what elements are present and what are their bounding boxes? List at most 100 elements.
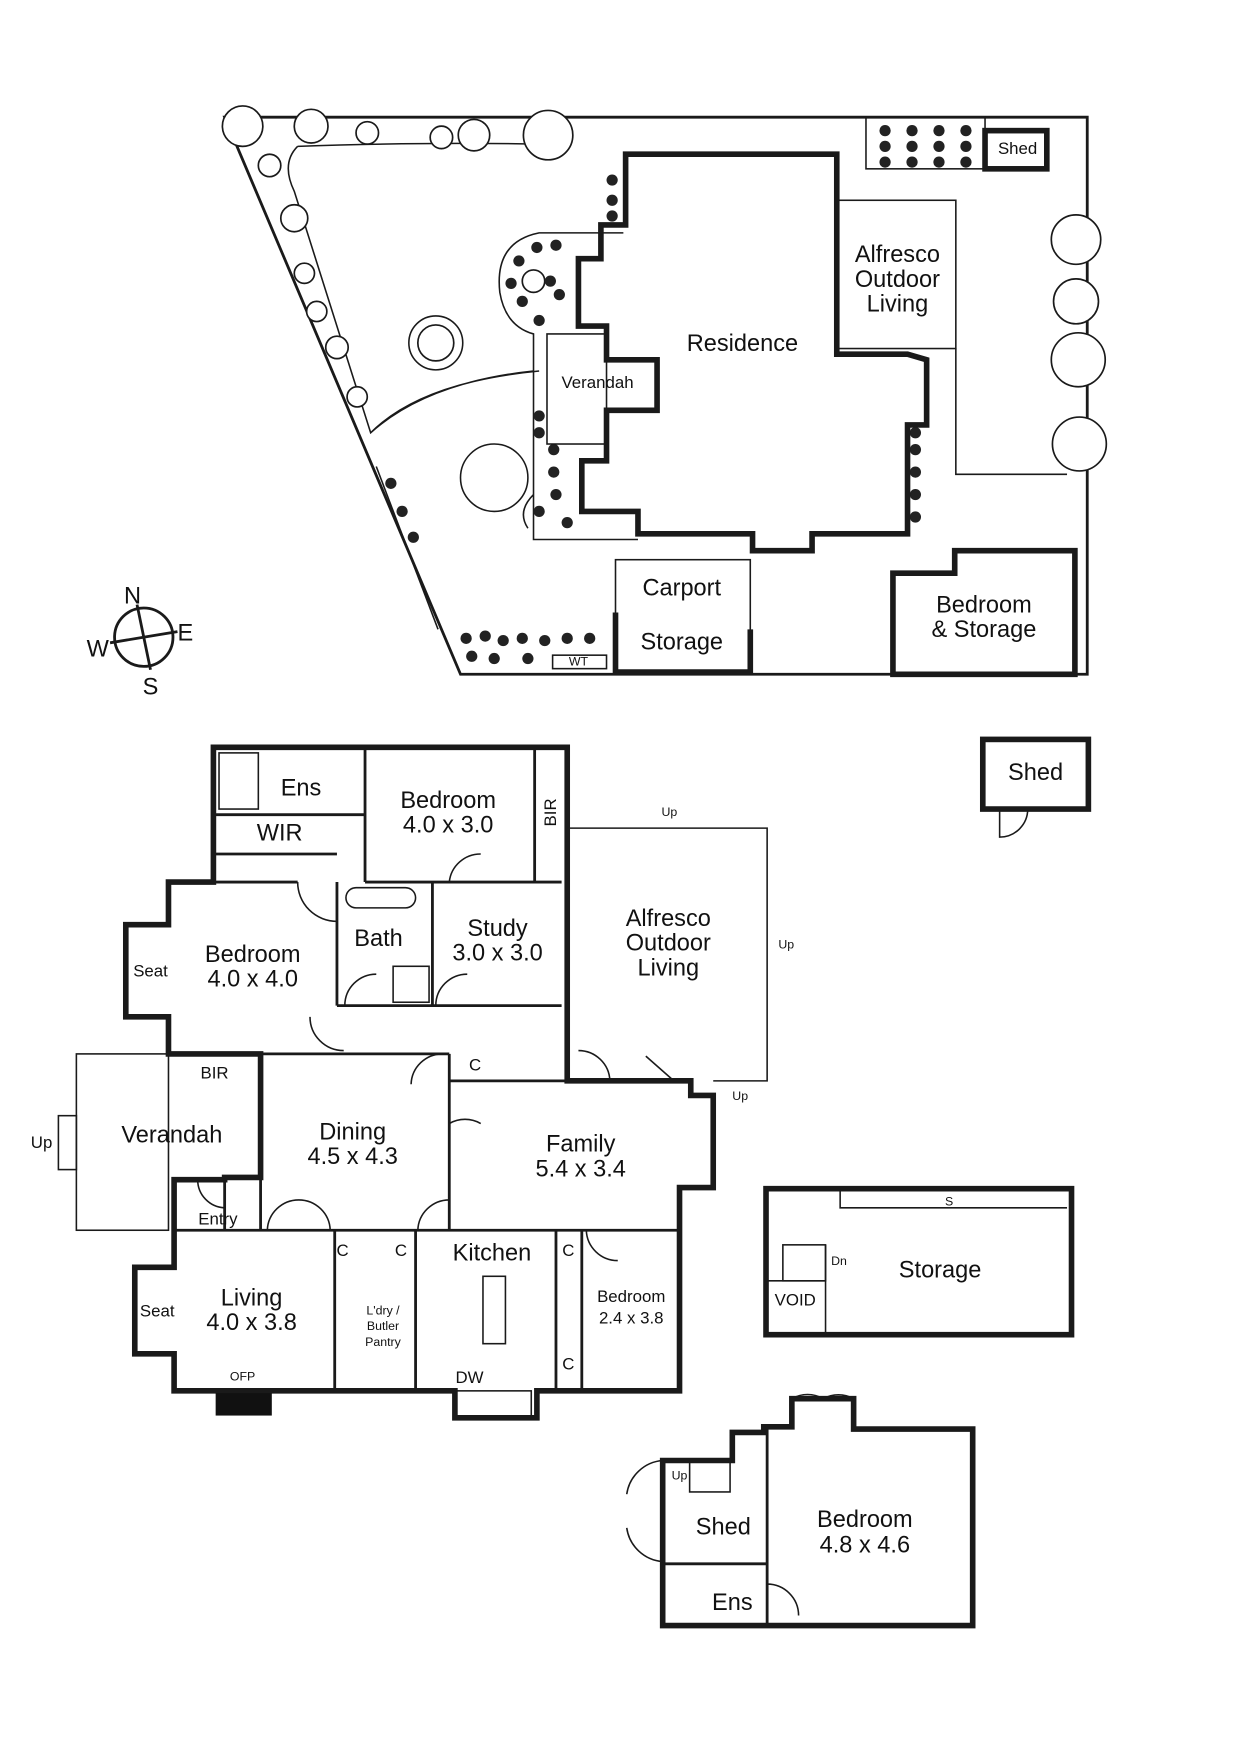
alfresco-label-1: Alfresco: [626, 905, 711, 931]
shrub-icon: [533, 410, 545, 422]
shrub-icon: [606, 210, 618, 222]
cupboard-label-5: C: [562, 1355, 574, 1374]
cupboard-label-3: C: [395, 1241, 407, 1260]
shrub-icon: [906, 125, 918, 137]
shrub-icon: [933, 125, 945, 137]
shrub-icon: [548, 444, 560, 456]
shrub-icon: [396, 505, 408, 518]
rear-shed-label: Shed: [696, 1514, 751, 1540]
cupboard-label-2: C: [336, 1241, 348, 1260]
bir2-label: BIR: [200, 1064, 228, 1083]
site-verandah-label: Verandah: [562, 373, 634, 392]
rear-up-label: Up: [672, 1469, 688, 1483]
shrub-icon: [466, 650, 478, 662]
shrub-icon: [522, 652, 534, 665]
tree-icon: [457, 118, 491, 152]
site-shed-label: Shed: [998, 139, 1037, 158]
garden-circle: [459, 443, 529, 513]
shrub-icon: [497, 634, 509, 647]
site-carport-label: Carport: [642, 575, 721, 601]
main-house-plan: Ens WIR Bedroom 4.0 x 3.0 BIR Bedroom 4.…: [31, 744, 794, 1421]
shrub-icon: [516, 632, 528, 644]
laundry-label-1: L'dry /: [366, 1303, 400, 1317]
side-path: [955, 348, 1068, 476]
outbuildings: Shed Storage VOID Dn S Shed Up Ens Bedro…: [625, 736, 1092, 1629]
dining-size: 4.5 x 4.3: [307, 1143, 397, 1169]
shrub-icon: [385, 477, 397, 489]
tree-icon: [279, 203, 309, 233]
fireplace: [215, 1393, 272, 1416]
alfresco-deck: [567, 827, 768, 1082]
shed-planter: [865, 116, 986, 170]
bedroom1-size: 4.0 x 3.0: [403, 812, 493, 838]
family-label: Family: [546, 1131, 616, 1157]
house-outline: [122, 744, 717, 1421]
bath-label: Bath: [354, 925, 403, 951]
compass-n: N: [124, 583, 141, 609]
verandah-area: [546, 333, 608, 445]
alfresco-label-2: Outdoor: [626, 930, 711, 956]
shrub-icon: [533, 505, 545, 518]
shrub-icon: [909, 444, 922, 456]
shrub-icon: [479, 630, 491, 642]
shrub-icon: [550, 488, 562, 501]
shrub-icon: [531, 241, 543, 254]
wt-tank: [551, 654, 608, 670]
seat2-label: Seat: [140, 1302, 175, 1321]
ens-label: Ens: [281, 775, 322, 801]
property-boundary: [222, 115, 1089, 676]
alfresco-up-1: Up: [662, 805, 678, 819]
alfresco-label-3: Living: [637, 954, 699, 980]
compass-s: S: [143, 673, 159, 699]
residence-outline: [575, 151, 930, 554]
small-shed-label: Shed: [1008, 759, 1063, 785]
tree-icon: [305, 300, 328, 323]
shrub-icon: [544, 275, 556, 287]
shrub-icon: [539, 634, 551, 647]
verandah-up-label: Up: [31, 1133, 53, 1152]
void-label: VOID: [775, 1290, 816, 1309]
compass: N E S W: [87, 583, 194, 700]
bedroom-storage-building: [890, 547, 1078, 678]
shrub-icon: [606, 174, 618, 186]
living-label: Living: [221, 1284, 283, 1310]
site-bedroom-storage-label-2: & Storage: [931, 616, 1036, 642]
tree-icon: [522, 109, 574, 161]
shrub-icon: [879, 140, 891, 152]
compass-w: W: [87, 635, 110, 661]
alfresco-area: [835, 199, 957, 350]
laundry-label-3: Pantry: [365, 1335, 402, 1349]
doors: [196, 853, 675, 1262]
seat1-label: Seat: [133, 961, 168, 980]
shrub-icon: [879, 156, 891, 168]
rear-doors: [625, 1393, 855, 1616]
shrub-icon: [909, 427, 922, 439]
storage-label: Storage: [899, 1256, 982, 1282]
shower: [392, 965, 430, 1004]
family-size: 5.4 x 3.4: [535, 1155, 625, 1181]
shrub-icon: [879, 125, 891, 137]
alfresco-up-2: Up: [778, 937, 794, 951]
void-stair: [782, 1244, 827, 1282]
shrub-icon: [909, 466, 922, 478]
garden-path: [287, 142, 540, 435]
shrub-icon: [513, 255, 525, 267]
site-alfresco-label-3: Living: [867, 290, 929, 316]
shrub-icon: [561, 517, 573, 529]
shrubs: [385, 125, 972, 665]
laundry-label-2: Butler: [367, 1319, 399, 1333]
study-size: 3.0 x 3.0: [452, 940, 542, 966]
shrub-icon: [407, 531, 419, 543]
shrub-icon: [561, 632, 573, 644]
wt-label: WT: [569, 654, 589, 668]
wir-label: WIR: [257, 819, 303, 845]
tree-icon: [293, 108, 329, 144]
rear-bedroom-size: 4.8 x 4.6: [820, 1532, 910, 1558]
small-shed: [979, 736, 1092, 812]
bedroom3-label: Bedroom: [597, 1287, 665, 1306]
rear-bedroom-label: Bedroom: [817, 1506, 913, 1532]
tree-icon: [1050, 214, 1102, 266]
driveway-edge: [375, 466, 439, 630]
kitchen-island: [482, 1275, 507, 1345]
